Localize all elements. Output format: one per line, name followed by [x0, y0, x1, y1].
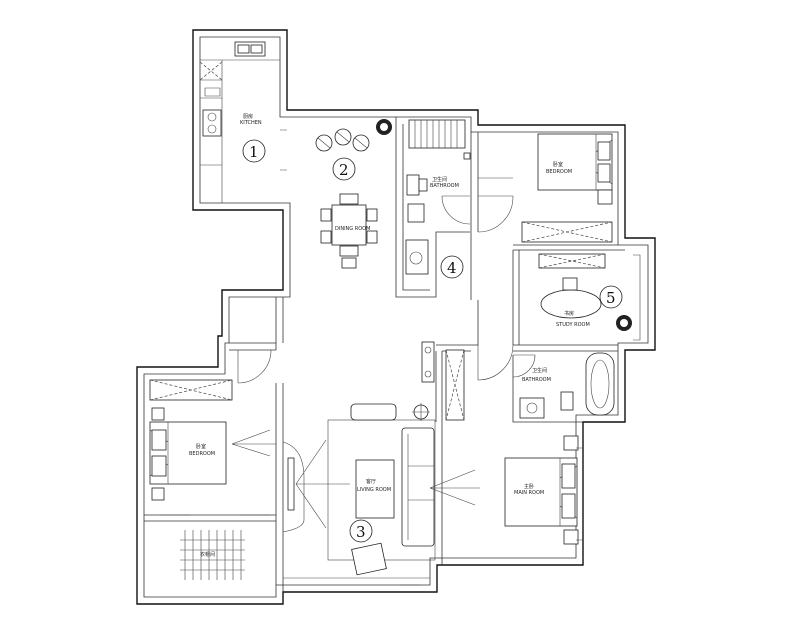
bedroom-w-en-label: BEDROOM	[189, 451, 215, 457]
bathtub-icon	[585, 352, 615, 416]
bedroom-west: 卧室 BEDROOM	[149, 379, 276, 501]
bedroom-ne-cn-label: 卧室	[553, 161, 563, 168]
corridor	[421, 341, 465, 421]
dining-room: 2 DINING ROOM	[315, 119, 392, 269]
dining-en-label: DINING ROOM	[335, 226, 370, 232]
tv-unit-icon	[282, 441, 305, 533]
study-en-label: STUDY ROOM	[556, 322, 590, 328]
armchair-icon	[351, 542, 387, 576]
dining-table-icon	[331, 204, 367, 246]
bath4-cn-label: 卫生间	[432, 176, 447, 183]
toilet-icon	[406, 174, 420, 196]
master-bath-en-label: BATHROOM	[522, 377, 551, 383]
study-room: 书房 STUDY ROOM 5	[538, 253, 641, 341]
doors	[160, 195, 536, 516]
room-number-4: 4	[447, 259, 457, 277]
toilet-icon	[407, 203, 425, 223]
bedroom-w-cn-label: 卧室	[196, 443, 206, 450]
bedroom-se-en-label: MAIN ROOM	[514, 490, 544, 496]
study-cn-label: 书房	[564, 310, 574, 317]
bathtub-icon	[408, 119, 466, 149]
room-number-circle	[440, 255, 464, 279]
living-en-label: LIVING ROOM	[357, 487, 391, 493]
room-number-3: 3	[356, 523, 366, 541]
closet: 衣帽间	[180, 530, 245, 580]
sink-icon	[405, 239, 429, 275]
room-number-circle	[332, 157, 356, 181]
toilet-icon	[560, 391, 574, 411]
bathroom-4: 卫生间 BATHROOM 4	[405, 119, 471, 279]
kitchen: 厨房 KITCHEN 1	[199, 41, 287, 203]
room-number-circle	[349, 519, 373, 543]
bedroom-ne-en-label: BEDROOM	[546, 169, 572, 175]
cabinet-icon	[421, 341, 435, 383]
closet-cn-label: 衣帽间	[200, 551, 215, 558]
tv-icon	[287, 457, 295, 511]
stove-icon	[202, 109, 222, 137]
chair-icon	[562, 277, 578, 291]
room-number-circle	[242, 139, 266, 163]
room-number-circle	[599, 285, 623, 309]
bedroom-se-cn-label: 主卧	[524, 483, 534, 490]
kitchen-cn-label: 厨房	[243, 113, 253, 120]
room-number-5: 5	[606, 289, 616, 307]
bath4-en-label: BATHROOM	[430, 183, 459, 189]
room-number-1: 1	[249, 143, 259, 161]
side-table-icon	[350, 403, 397, 421]
master-bath-cn-label: 卫生间	[532, 367, 547, 374]
bedroom-ne: 卧室 BEDROOM	[478, 133, 613, 243]
bedroom-se: 主卧 MAIN ROOM	[504, 435, 583, 545]
living-room: 客厅 LIVING ROOM 3	[282, 403, 480, 586]
master-bathroom: 卫生间 BATHROOM	[519, 352, 615, 419]
room-number-2: 2	[339, 161, 349, 179]
living-cn-label: 客厅	[366, 478, 376, 485]
sink-icon	[519, 397, 545, 419]
kitchen-en-label: KITCHEN	[240, 120, 262, 126]
coffee-table-icon	[355, 459, 395, 519]
sofa-icon	[401, 427, 435, 547]
exterior-walls	[136, 29, 656, 605]
